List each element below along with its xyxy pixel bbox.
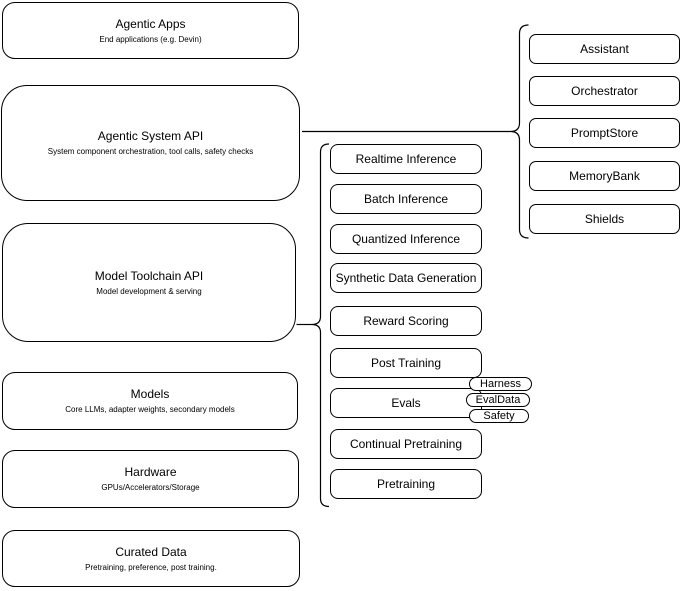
layer-box-agentic-apps: Agentic Apps End applications (e.g. Devi… <box>2 2 299 59</box>
toolchain-item-pretraining: Pretraining <box>330 469 482 499</box>
evals-tag-harness: Harness <box>469 377 532 391</box>
evals-tag-evaldata: EvalData <box>466 392 530 407</box>
toolchain-item-evals: Evals <box>330 388 482 418</box>
layer-subtitle: End applications (e.g. Devin) <box>99 34 202 44</box>
layer-title: Hardware <box>124 465 177 479</box>
layer-box-hardware: Hardware GPUs/Accelerators/Storage <box>2 450 299 508</box>
toolchain-brace <box>311 143 330 508</box>
toolchain-item-post-training: Post Training <box>330 348 482 378</box>
toolchain-item-batch-inference: Batch Inference <box>330 184 482 214</box>
toolchain-item-realtime-inference: Realtime Inference <box>330 144 482 174</box>
layer-title: Curated Data <box>115 544 187 559</box>
toolchain-item-continual-pretraining: Continual Pretraining <box>330 429 482 459</box>
system-components-brace <box>510 24 529 239</box>
toolchain-item-quantized-inference: Quantized Inference <box>330 224 482 254</box>
layer-subtitle: Core LLMs, adapter weights, secondary mo… <box>65 405 235 414</box>
layer-box-curated-data: Curated Data Pretraining, preference, po… <box>2 530 300 587</box>
system-component-orchestrator: Orchestrator <box>529 76 680 106</box>
system-component-shields: Shields <box>529 204 680 234</box>
layer-subtitle: Pretraining, preference, post training. <box>85 562 217 572</box>
layer-title: Agentic Apps <box>115 16 186 31</box>
layer-box-models: Models Core LLMs, adapter weights, secon… <box>2 372 298 430</box>
layer-box-model-toolchain-api: Model Toolchain API Model development & … <box>2 223 296 342</box>
system-component-memorybank: MemoryBank <box>529 161 680 191</box>
toolchain-item-reward-scoring: Reward Scoring <box>330 306 482 336</box>
layer-title: Models <box>130 387 170 401</box>
evals-tag-safety: Safety <box>469 408 529 423</box>
layer-subtitle: Model development & serving <box>96 286 202 296</box>
layer-title: Agentic System API <box>97 129 204 143</box>
layer-subtitle: System component orchestration, tool cal… <box>47 147 254 156</box>
layer-box-agentic-system-api: Agentic System API System component orch… <box>1 85 300 201</box>
layer-subtitle: GPUs/Accelerators/Storage <box>101 483 200 492</box>
toolchain-item-synthetic-data-generation: Synthetic Data Generation <box>330 263 482 293</box>
system-component-promptstore: PromptStore <box>529 118 680 148</box>
layer-title: Model Toolchain API <box>94 268 204 283</box>
system-component-assistant: Assistant <box>529 34 680 64</box>
